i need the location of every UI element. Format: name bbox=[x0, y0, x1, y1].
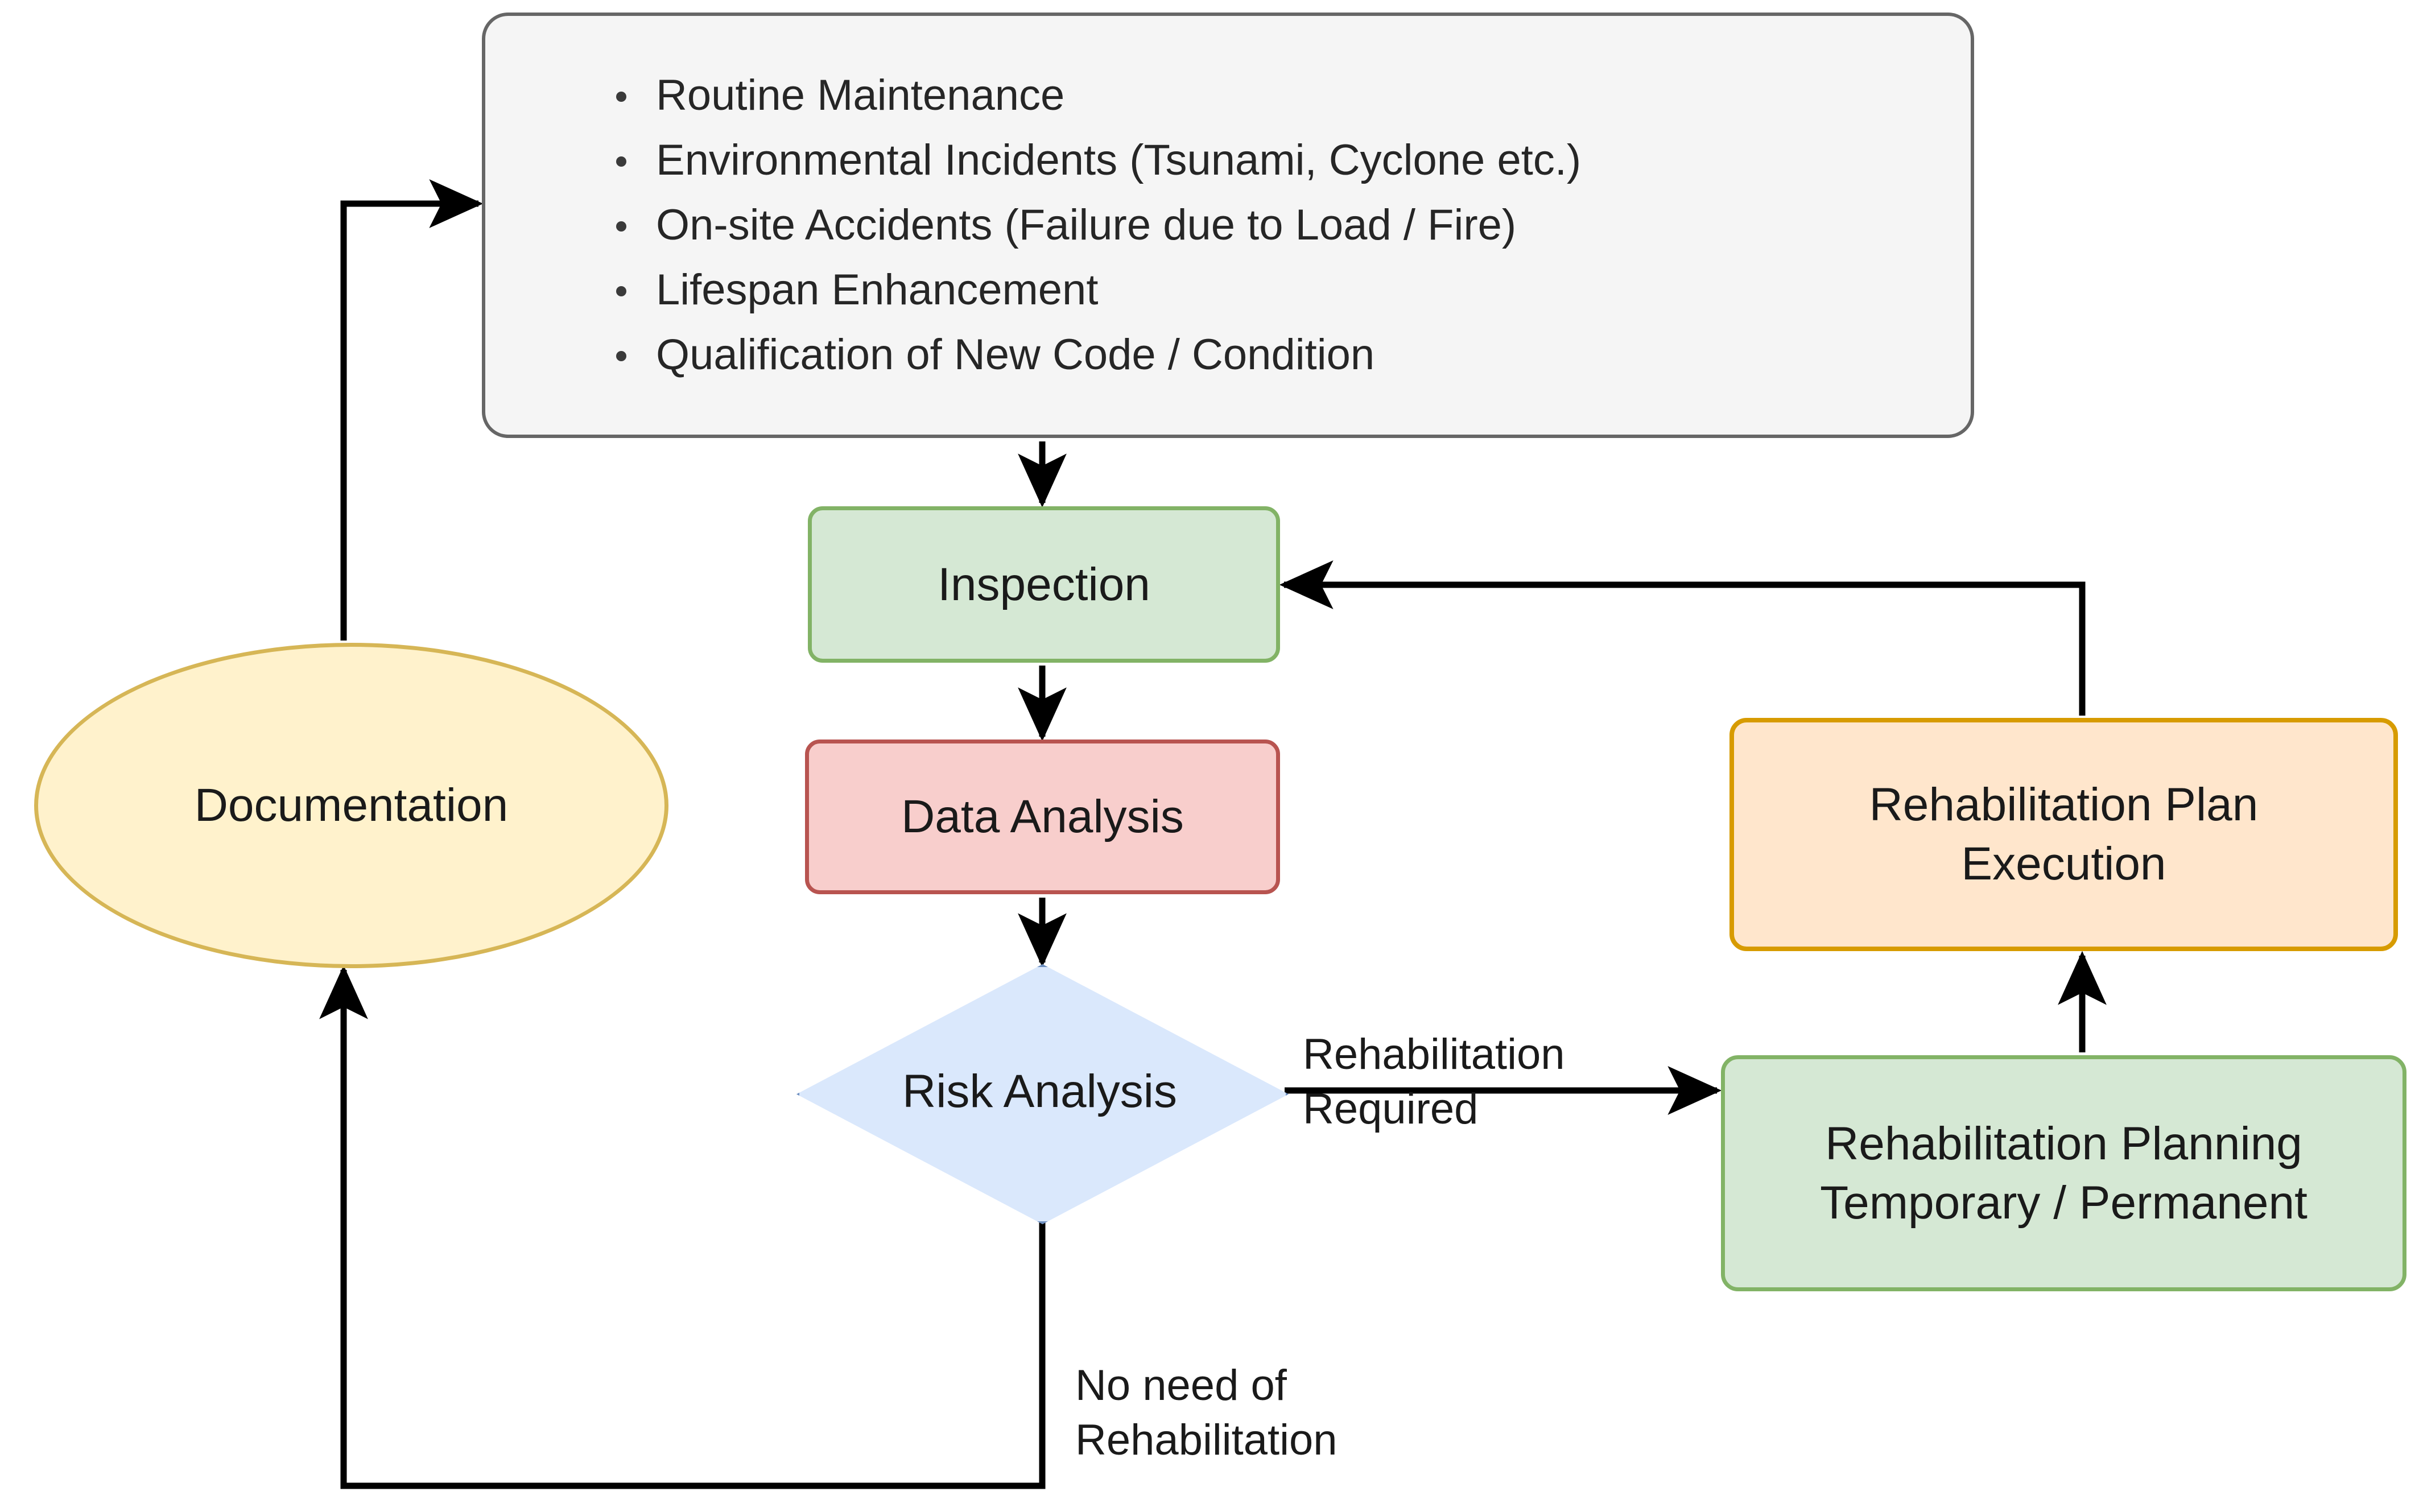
list-item: Routine Maintenance bbox=[616, 63, 1581, 128]
node-risk-analysis-label: Risk Analysis bbox=[902, 1065, 1178, 1117]
node-documentation-label: Documentation bbox=[194, 779, 509, 831]
list-item: Lifespan Enhancement bbox=[616, 258, 1581, 323]
node-data-analysis-label: Data Analysis bbox=[901, 791, 1184, 842]
list-item: Qualification of New Code / Condition bbox=[616, 323, 1581, 387]
node-rehabilitation-planning[interactable]: Rehabilitation Planning Temporary / Perm… bbox=[1721, 1055, 2406, 1291]
edge-rehabexec-inspection bbox=[1279, 560, 2086, 716]
edge-documentation-trigger bbox=[340, 179, 484, 641]
edge-risk-documentation bbox=[319, 965, 1046, 1489]
node-rehabilitation-plan-execution-label: Rehabilitation Plan Execution bbox=[1869, 779, 2259, 890]
node-rehabilitation-plan-execution[interactable]: Rehabilitation Plan Execution bbox=[1729, 718, 2398, 951]
list-item: On-site Accidents (Failure due to Load /… bbox=[616, 193, 1581, 258]
node-risk-analysis[interactable]: Risk Analysis bbox=[796, 964, 1289, 1224]
trigger-conditions-box[interactable]: Routine Maintenance Environmental Incide… bbox=[482, 13, 1974, 438]
node-documentation[interactable]: Documentation bbox=[34, 643, 668, 968]
node-rehabilitation-planning-label: Rehabilitation Planning Temporary / Perm… bbox=[1820, 1117, 2307, 1229]
list-item: Environmental Incidents (Tsunami, Cyclon… bbox=[616, 128, 1581, 193]
trigger-conditions-list: Routine Maintenance Environmental Incide… bbox=[485, 63, 1581, 387]
edge-label-no-need-of-rehabilitation: No need of Rehabilitation bbox=[1075, 1361, 1338, 1464]
node-inspection-label: Inspection bbox=[938, 558, 1150, 610]
edge-label-rehabilitation-required: Rehabilitation Required bbox=[1303, 1030, 1565, 1133]
node-data-analysis[interactable]: Data Analysis bbox=[805, 740, 1280, 894]
node-inspection[interactable]: Inspection bbox=[808, 506, 1280, 663]
